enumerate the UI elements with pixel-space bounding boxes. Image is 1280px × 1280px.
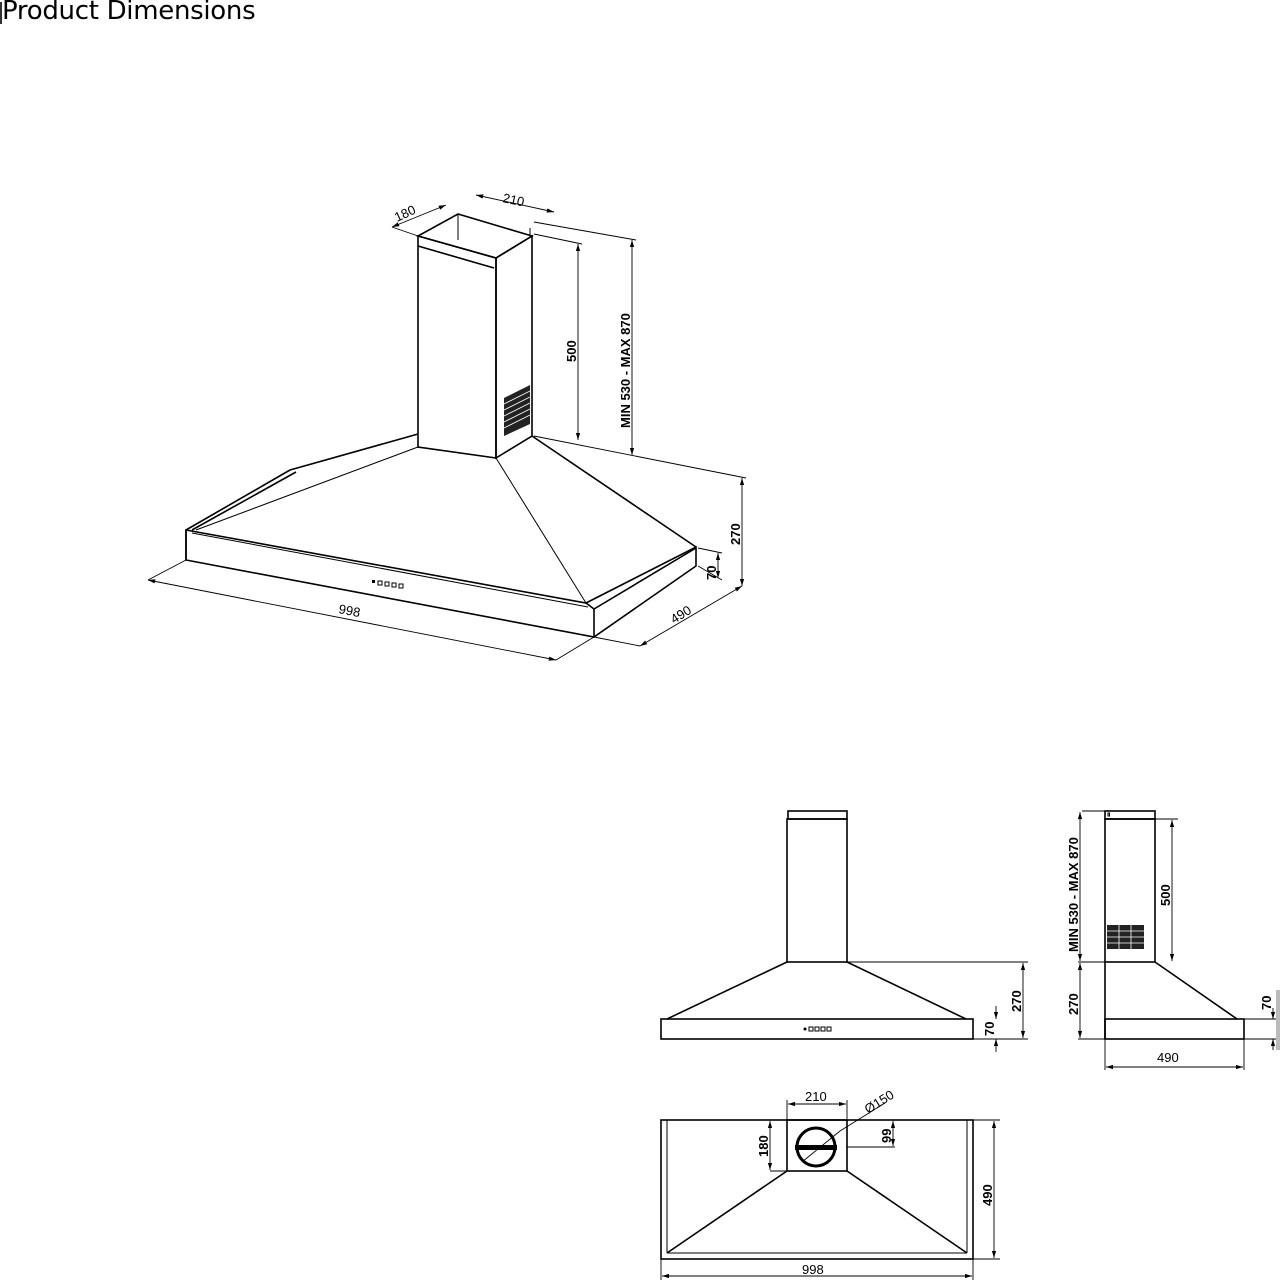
dim-depth: 490 [668,602,694,626]
front-dim-base-height: 70 [982,1022,997,1036]
side-view: MIN 530 - MAX 870 500 270 490 70 [1066,810,1280,1070]
duct-outlet-icon [795,1102,886,1168]
front-dim-canopy-height: 270 [1009,990,1024,1012]
dim-chimney-range: MIN 530 - MAX 870 [618,313,633,428]
dim-canopy-height: 270 [728,523,743,545]
vent-grille-icon [503,385,531,436]
isometric-view: 180 210 500 MIN 530 - MAX 870 270 70 490… [147,190,747,661]
iso-chimney [415,213,534,460]
side-dim-canopy-height: 270 [1066,993,1081,1015]
top-dim-chimney-depth: 180 [756,1135,771,1157]
front-view: 270 70 [660,810,1028,1052]
dim-chimney-height: 500 [564,340,579,362]
text-cursor [0,2,2,24]
top-dim-width: 998 [802,1262,824,1277]
vent-grille-icon [1107,925,1144,949]
dim-chimney-width: 210 [501,190,525,209]
top-dim-outlet-diameter: Ø150 [862,1087,897,1117]
side-dim-chimney-range: MIN 530 - MAX 870 [1066,837,1081,952]
top-dim-depth: 490 [980,1184,995,1206]
top-dim-outlet-offset: 99 [879,1129,894,1143]
page-title: Product Dimensions [2,0,256,26]
side-dim-chimney-height: 500 [1158,884,1173,906]
top-dim-chimney-width: 210 [805,1089,827,1104]
control-buttons-icon [372,580,404,589]
dim-base-height: 70 [704,566,719,580]
iso-canopy [185,433,697,638]
control-buttons-icon [803,1026,832,1032]
iso-dimensions: 180 210 500 MIN 530 - MAX 870 270 70 490… [147,190,747,661]
dim-width: 998 [337,601,361,620]
top-view: 210 Ø150 99 180 490 998 [660,1087,1000,1280]
side-dim-base-height: 70 [1259,996,1274,1010]
side-dim-depth: 490 [1157,1050,1179,1065]
dim-chimney-depth: 180 [392,202,418,225]
